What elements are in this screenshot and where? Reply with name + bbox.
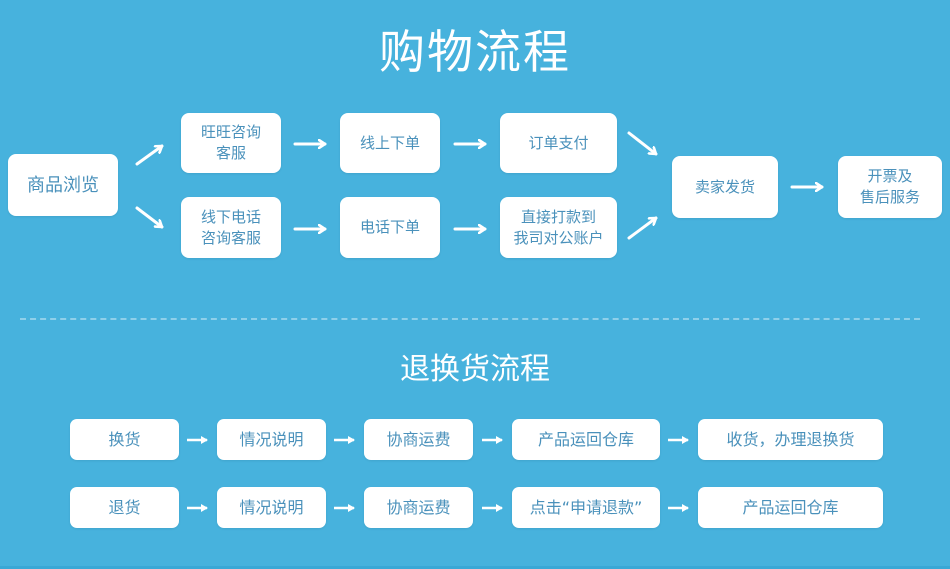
refund-step-refund: 退货: [70, 487, 179, 528]
refund-step-explain: 情况说明: [217, 487, 326, 528]
step-wangwang-consult: 旺旺咨询 客服: [181, 113, 281, 173]
step-bank-transfer: 直接打款到 我司对公账户: [500, 197, 617, 258]
arrow-payment-to-ship: [627, 131, 658, 156]
bottom-border: [0, 566, 950, 569]
arrow-browse-to-wangwang: [135, 144, 164, 166]
return-flow-arrows: [187, 436, 689, 512]
step-phone-consult: 线下电话 咨询客服: [181, 197, 281, 258]
step-invoice-after-sales: 开票及 售后服务: [838, 156, 942, 218]
refund-step-return-to-warehouse: 产品运回仓库: [698, 487, 883, 528]
exchange-step-receive-process: 收货，办理退换货: [698, 419, 883, 460]
refund-step-negotiate-shipping: 协商运费: [364, 487, 473, 528]
refund-step-apply-refund: 点击“申请退款”: [512, 487, 660, 528]
arrow-transfer-to-ship: [627, 216, 658, 240]
exchange-step-explain: 情况说明: [217, 419, 326, 460]
step-browse-products: 商品浏览: [8, 154, 118, 216]
purchase-flow-title: 购物流程: [379, 25, 571, 79]
arrow-browse-to-phone-consult: [135, 206, 164, 229]
return-flow-title: 退换货流程: [400, 352, 550, 387]
purchase-flow-arrows: [135, 131, 824, 240]
exchange-step-exchange: 换货: [70, 419, 179, 460]
exchange-step-return-to-warehouse: 产品运回仓库: [512, 419, 660, 460]
section-divider: [20, 318, 920, 320]
step-online-order: 线上下单: [340, 113, 440, 173]
step-phone-order: 电话下单: [340, 197, 440, 258]
step-order-payment: 订单支付: [500, 113, 617, 173]
step-seller-ships: 卖家发货: [672, 156, 778, 218]
exchange-step-negotiate-shipping: 协商运费: [364, 419, 473, 460]
